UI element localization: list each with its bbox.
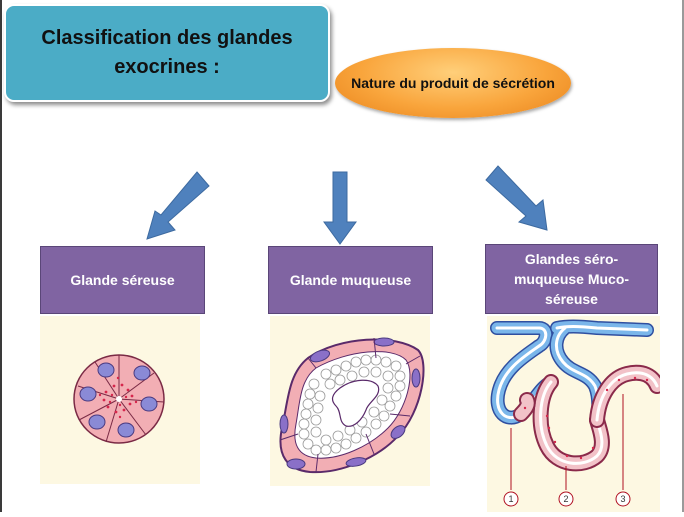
category-label-mixte: Glandes séro-muqueuse Muco-séreuse bbox=[513, 250, 630, 308]
slide-frame-left bbox=[0, 0, 2, 512]
arrow-down-right-icon bbox=[485, 165, 548, 231]
criterion-oval: Nature du produit de sécrétion bbox=[335, 48, 571, 118]
title-box: Classification des glandes exocrines : bbox=[4, 4, 330, 102]
figure-label-1: 1 bbox=[508, 494, 513, 504]
category-box-muqueuse: Glande muqueuse bbox=[268, 246, 433, 314]
serous-gland-illustration bbox=[40, 316, 200, 484]
criterion-label: Nature du produit de sécrétion bbox=[351, 74, 555, 91]
arrow-down-icon bbox=[323, 171, 357, 245]
figure-label-2: 2 bbox=[563, 494, 568, 504]
category-box-sereuse: Glande séreuse bbox=[40, 246, 205, 314]
category-label-muqueuse: Glande muqueuse bbox=[289, 271, 412, 288]
mucous-gland-illustration bbox=[270, 316, 430, 486]
figure-label-3: 3 bbox=[620, 494, 625, 504]
slide-title: Classification des glandes exocrines : bbox=[41, 27, 293, 78]
category-label-sereuse: Glande séreuse bbox=[70, 271, 175, 288]
arrow-down-left-icon bbox=[146, 171, 210, 240]
seromucous-gland-illustration: 1 2 3 bbox=[487, 316, 665, 512]
slide-frame-right bbox=[682, 0, 684, 512]
category-box-mixte: Glandes séro-muqueuse Muco-séreuse bbox=[485, 244, 658, 314]
